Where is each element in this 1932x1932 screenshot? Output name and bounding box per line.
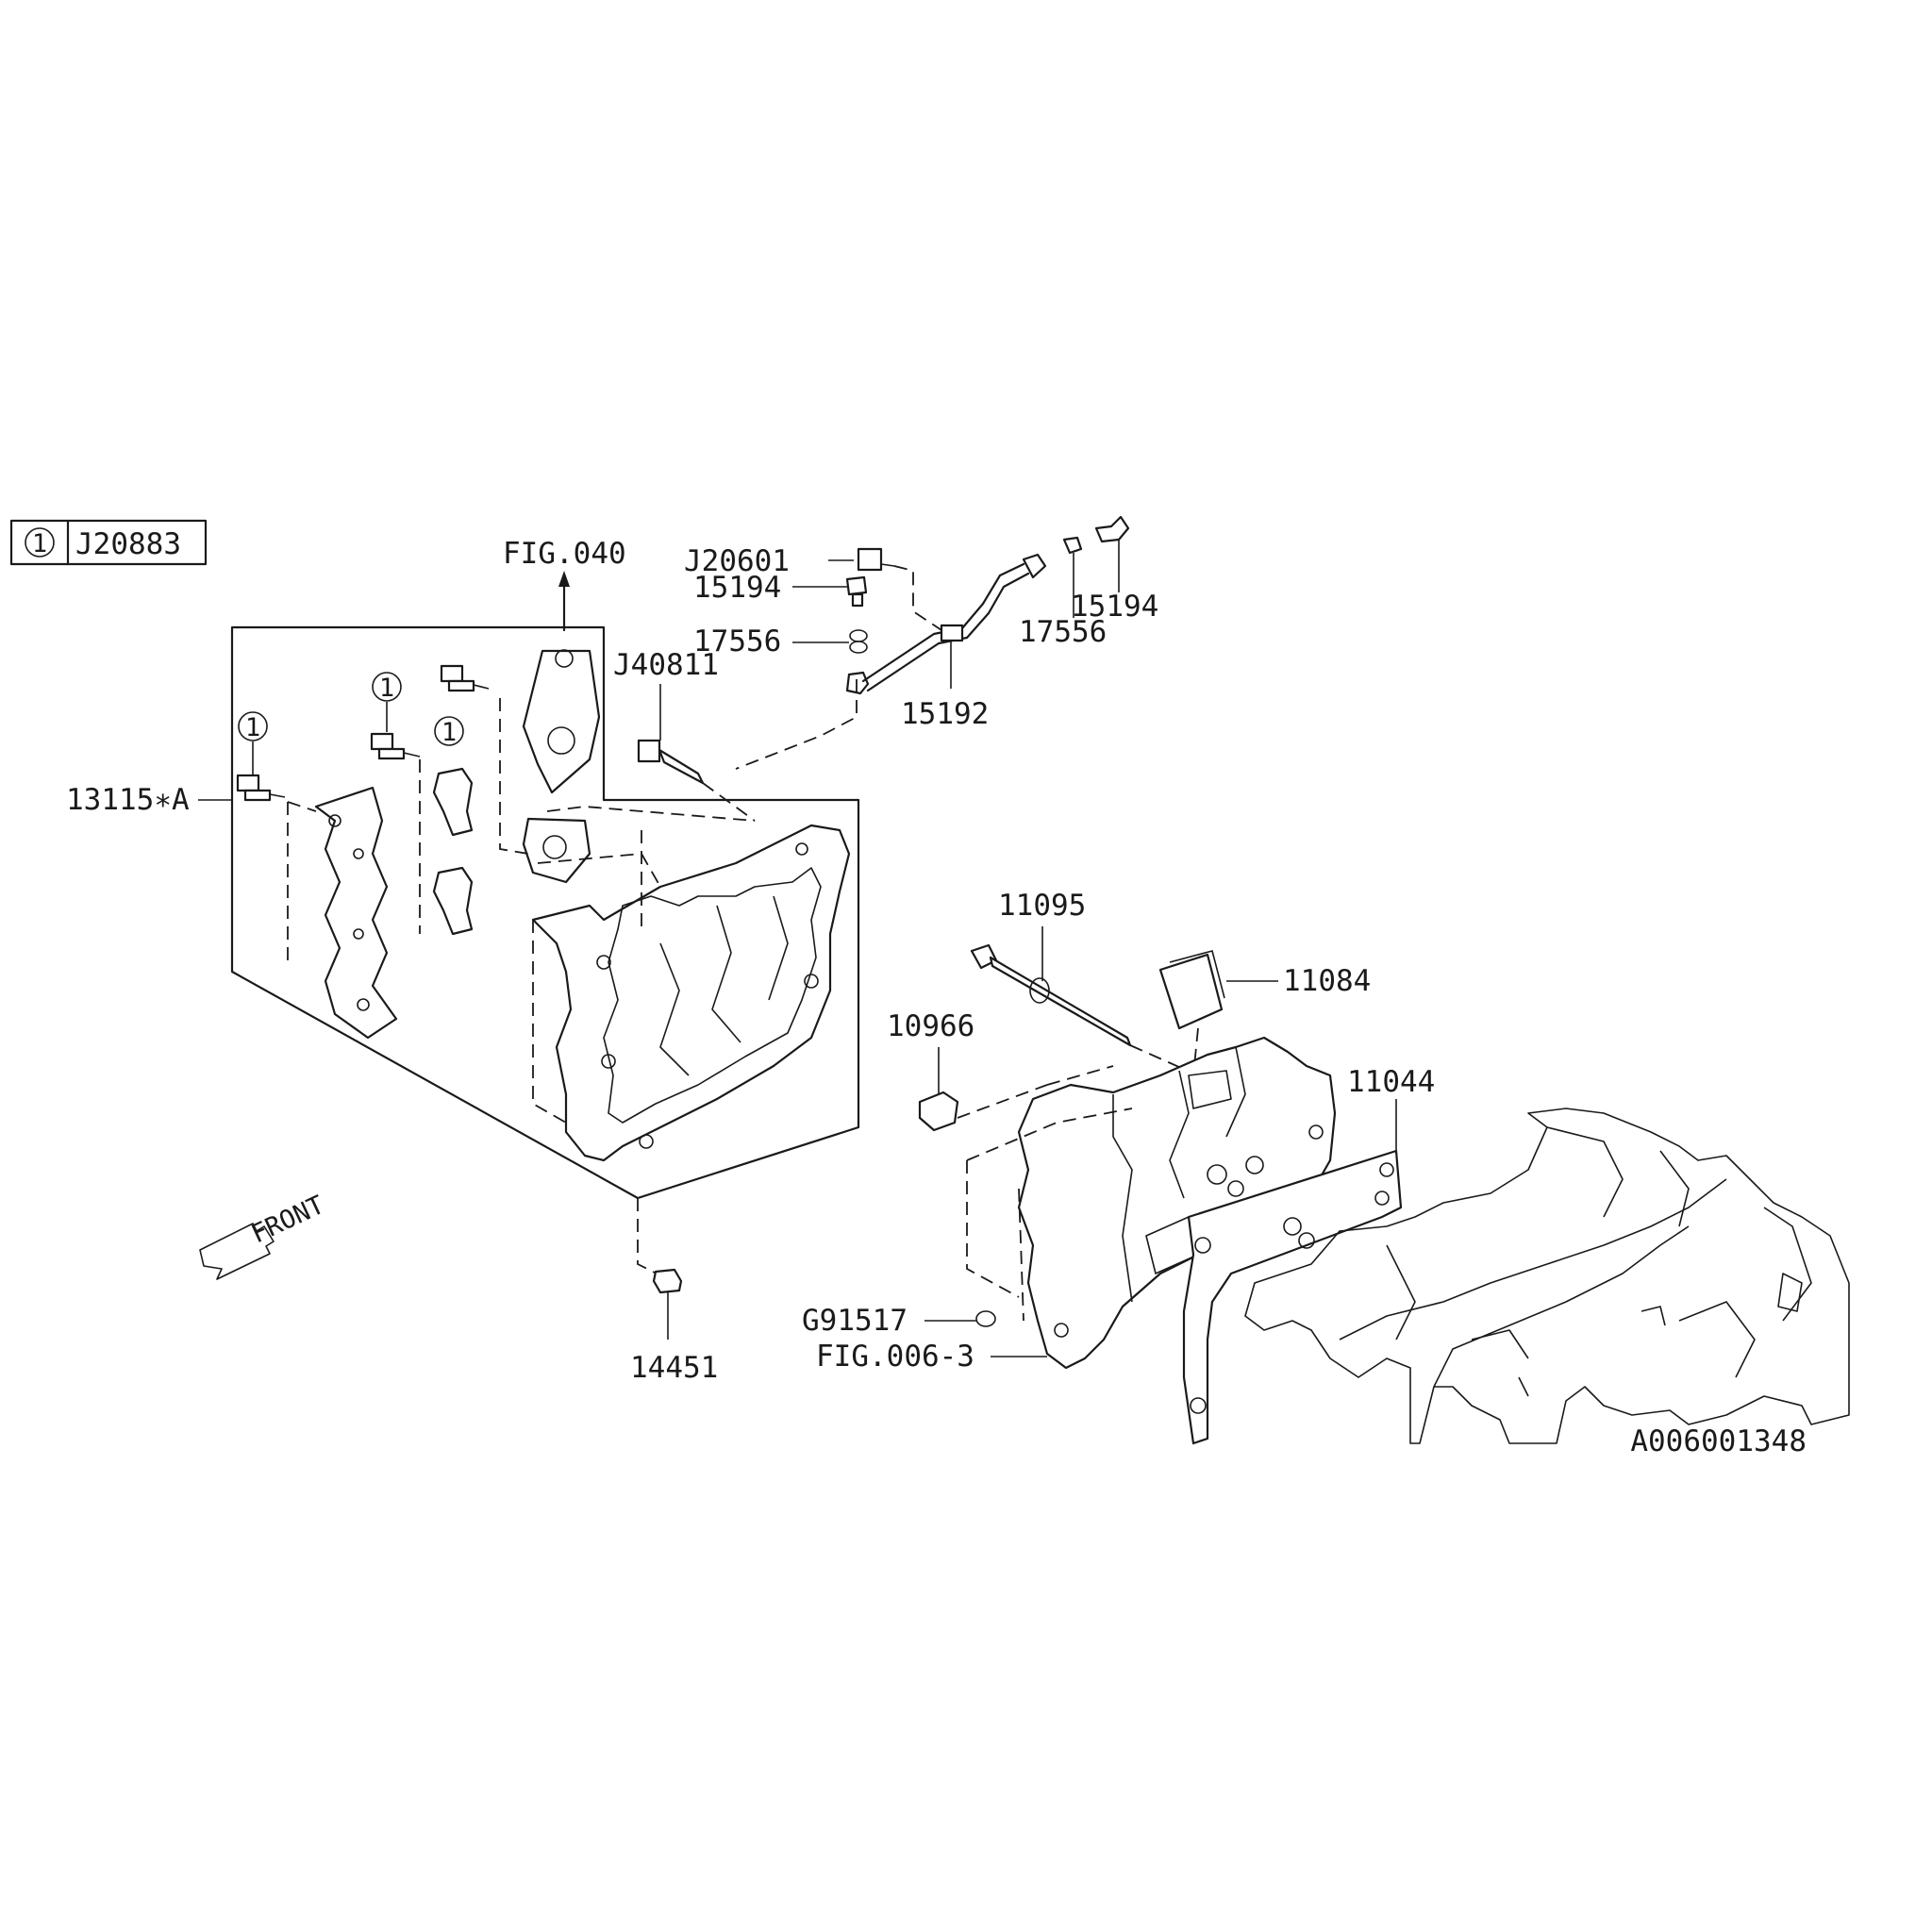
part-label-15194-b[interactable]: 15194 — [1071, 590, 1158, 624]
bolt-left-1: 1 — [236, 711, 286, 802]
part-label-17556-a[interactable]: 17556 — [693, 625, 781, 658]
camshaft-cap-long — [314, 786, 398, 1040]
cam-cap-small-2 — [432, 866, 474, 936]
bolt-left-2: 1 — [370, 672, 421, 760]
arrow-up-icon — [558, 571, 570, 587]
legend-box: 1 J20883 — [9, 519, 208, 566]
engine-assembly: 11095 11084 10966 — [802, 889, 1850, 1445]
part-label-J20601[interactable]: J20601 — [684, 544, 790, 578]
bolt-left-3: 1 — [434, 664, 490, 747]
part-label-15194-a[interactable]: 15194 — [693, 571, 781, 605]
callout-1: 1 — [245, 713, 260, 742]
part-label-J40811[interactable]: J40811 — [613, 648, 719, 682]
detail-frame — [230, 625, 860, 1200]
diagram-id: A006001348 — [1630, 1424, 1807, 1458]
callout-3: 1 — [441, 718, 457, 747]
part-label-11095[interactable]: 11095 — [998, 889, 1086, 923]
legend-symbol: 1 — [32, 529, 47, 558]
front-direction: FRONT — [199, 1191, 329, 1280]
legend-code: J20883 — [75, 527, 181, 561]
part-label-17556-b[interactable]: 17556 — [1019, 615, 1107, 649]
cylinder-head-detail — [531, 824, 851, 1162]
oil-pipe-assembly: J20601 15194 17556 15192 17556 15194 — [684, 515, 1158, 770]
cam-cap-small-1 — [432, 767, 474, 837]
part-label-14451[interactable]: 14451 — [630, 1351, 718, 1385]
part-label-15192[interactable]: 15192 — [901, 697, 989, 731]
front-arrow-icon — [199, 1223, 275, 1280]
plug-14451: 14451 — [630, 1198, 718, 1385]
front-label: FRONT — [247, 1191, 329, 1249]
fig-040-reference[interactable]: FIG.040 — [503, 537, 626, 632]
callout-2: 1 — [379, 674, 394, 703]
bolt-J40811: J40811 — [613, 648, 719, 785]
fig-006-3-label[interactable]: FIG.006-3 — [816, 1340, 974, 1374]
part-label-10966[interactable]: 10966 — [887, 1009, 974, 1043]
part-label-11084[interactable]: 11084 — [1283, 964, 1371, 998]
part-label-11044[interactable]: 11044 — [1347, 1065, 1435, 1099]
lower-bracket — [522, 817, 591, 884]
part-label-13115A[interactable]: 13115∗A — [66, 783, 190, 817]
upper-bracket — [522, 649, 601, 794]
fig-040-label[interactable]: FIG.040 — [503, 537, 626, 571]
part-label-G91517[interactable]: G91517 — [802, 1304, 908, 1338]
